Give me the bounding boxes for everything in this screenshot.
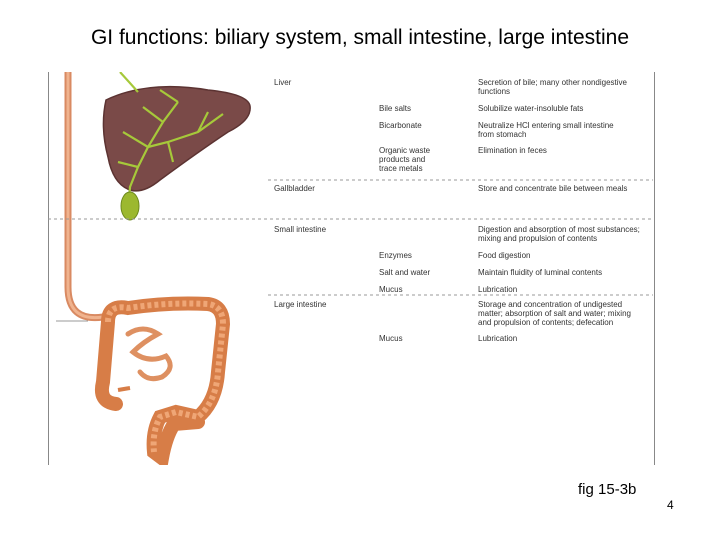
small-intestine-shape xyxy=(125,326,173,382)
component-organic-waste: Organic waste products and trace metals xyxy=(379,146,431,173)
function-bile-salts: Solubilize water-insoluble fats xyxy=(478,104,584,113)
function-large-intestine: Storage and concentration of undigested … xyxy=(478,300,631,327)
figure-caption: fig 15-3b xyxy=(578,481,637,498)
esophagus-tube xyxy=(64,72,110,322)
component-bicarbonate: Bicarbonate xyxy=(379,121,422,130)
bile-ducts xyxy=(117,72,224,213)
function-mucus-small: Lubrication xyxy=(478,285,518,294)
page-number: 4 xyxy=(667,498,674,512)
function-enzymes: Food digestion xyxy=(478,251,531,260)
component-salt-water: Salt and water xyxy=(379,268,431,277)
function-organic-waste: Elimination in feces xyxy=(478,146,547,155)
figure-border-left xyxy=(48,72,49,465)
function-gallbladder: Store and concentrate bile between meals xyxy=(478,184,628,193)
gallbladder-shape xyxy=(120,191,140,221)
organ-label-small-intestine: Small intestine xyxy=(274,225,327,234)
component-mucus-large: Mucus xyxy=(379,334,403,343)
component-mucus-small: Mucus xyxy=(379,285,403,294)
large-intestine-shape xyxy=(94,296,231,465)
component-enzymes: Enzymes xyxy=(379,251,412,260)
organ-label-liver: Liver xyxy=(274,78,292,87)
slide-title: GI functions: biliary system, small inte… xyxy=(90,26,630,49)
figure-border-right xyxy=(654,72,655,465)
function-mucus-large: Lubrication xyxy=(478,334,518,343)
function-liver: Secretion of bile; many other nondigesti… xyxy=(478,78,627,96)
function-small-intestine: Digestion and absorption of most substan… xyxy=(478,225,640,243)
function-bicarbonate: Neutralize HCl entering small intestine … xyxy=(478,121,614,139)
digestive-organs-illustration xyxy=(48,72,653,465)
function-salt-water: Maintain fluidity of luminal contents xyxy=(478,268,603,277)
component-bile-salts: Bile salts xyxy=(379,104,412,113)
organ-label-large-intestine: Large intestine xyxy=(274,300,327,309)
organ-label-gallbladder: Gallbladder xyxy=(274,184,315,193)
